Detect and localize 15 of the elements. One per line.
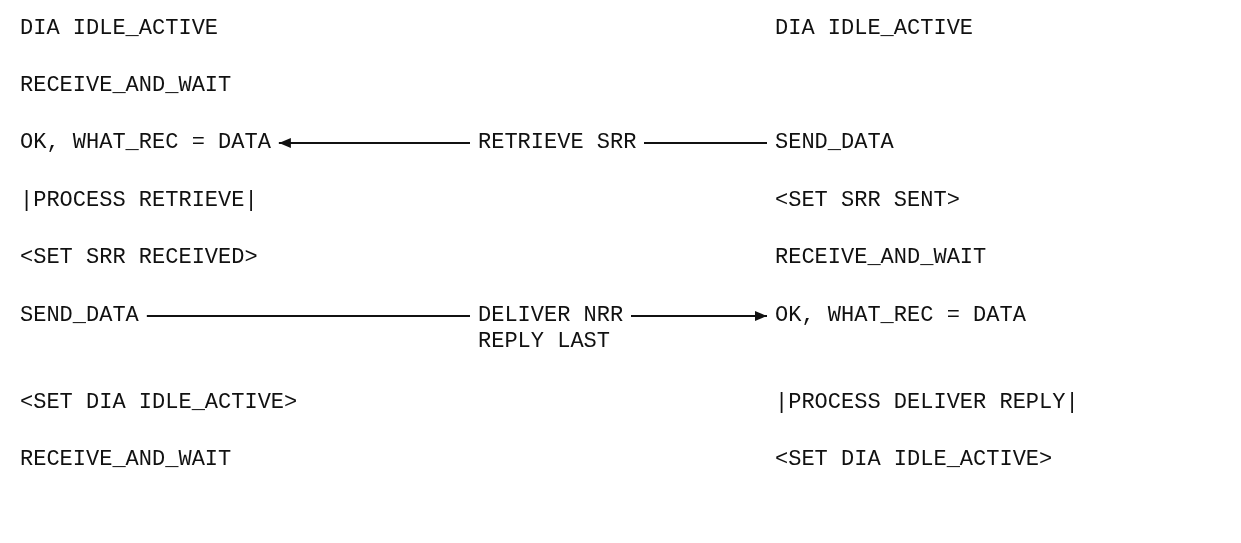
step-text: OK, WHAT_REC = DATA: [20, 130, 271, 156]
step-text: SEND_DATA: [20, 303, 139, 329]
step-text: <SET DIA IDLE_ACTIVE>: [775, 447, 1053, 473]
step-text: RECEIVE_AND_WAIT: [775, 245, 987, 271]
step-text: <SET SRR SENT>: [775, 188, 960, 214]
step-text: <SET SRR RECEIVED>: [20, 245, 258, 271]
step-text: |PROCESS RETRIEVE|: [20, 188, 258, 214]
step-text: |PROCESS DELIVER REPLY|: [775, 390, 1079, 416]
step-text: <SET DIA IDLE_ACTIVE>: [20, 390, 298, 416]
step-text: RECEIVE_AND_WAIT: [20, 447, 232, 473]
step-text: SEND_DATA: [775, 130, 894, 156]
step-text: DIA IDLE_ACTIVE: [20, 16, 219, 42]
step-text: RECEIVE_AND_WAIT: [20, 73, 232, 99]
step-text: OK, WHAT_REC = DATA: [775, 303, 1026, 329]
step-text: DIA IDLE_ACTIVE: [775, 16, 974, 42]
